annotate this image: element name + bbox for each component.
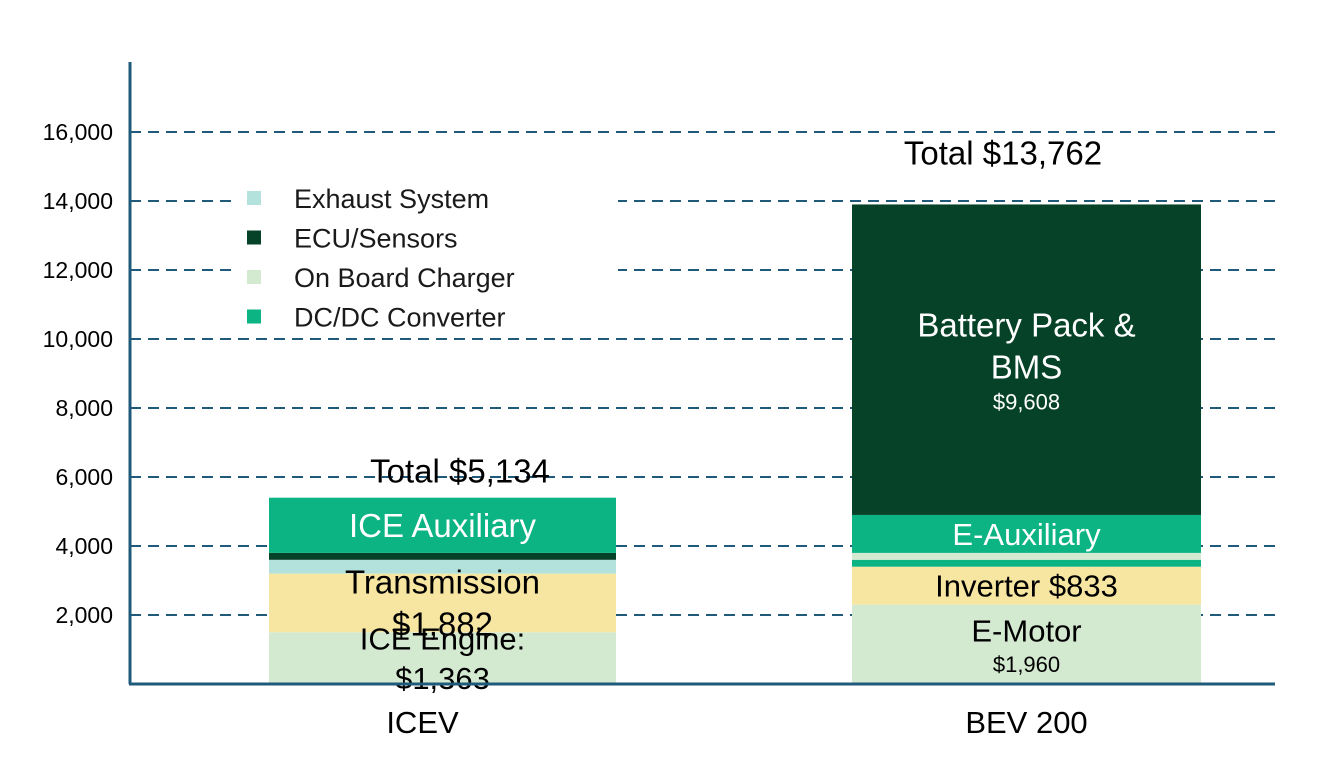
bar-segment-e-auxiliary [852, 514, 1201, 553]
legend-label-ecu-sensors: ECU/Sensors [294, 224, 458, 254]
bar-segment-inverter [852, 566, 1201, 605]
bar-stacks [269, 204, 1201, 684]
y-tick-label: 10,000 [43, 326, 113, 352]
total-labels: Total $5,134 Total $13,762 [370, 134, 1102, 489]
legend-swatch-ecu-sensors [247, 230, 261, 245]
segment-label-transmission: Transmission [345, 564, 540, 601]
total-label-bev-200: Total $13,762 [904, 134, 1102, 171]
legend-swatch-on-board-charger [247, 270, 261, 284]
legend-swatch-dc-dc-converter [247, 309, 261, 324]
y-tick-label: 8,000 [55, 395, 113, 421]
segment-labels: ICE Engine: $1,363 Transmission $1,882 ICE A… [345, 307, 1136, 696]
segment-label-battery-pack-and-bms: BMS [991, 348, 1063, 385]
category-label-bev-200: BEV 200 [965, 705, 1087, 740]
segment-label-e-auxiliary: E-Auxiliary [952, 517, 1101, 552]
legend-swatch-exhaust-system [247, 191, 261, 205]
legend-label-dc-dc-converter: DC/DC Converter [294, 303, 506, 333]
category-label-icev: ICEV [386, 705, 459, 740]
bar-segment-transmission [269, 573, 616, 633]
legend-label-exhaust-system: Exhaust System [294, 184, 489, 214]
bar-segment-battery-pack-and-bms [852, 204, 1201, 515]
segment-label-e-motor: $1,960 [993, 652, 1060, 677]
segment-label-battery-pack-and-bms: Battery Pack & [917, 307, 1135, 344]
segment-label-ice-engine: $1,363 [395, 661, 490, 696]
legend-label-on-board-charger: On Board Charger [294, 263, 515, 293]
segment-label-ice-engine: ICE Engine: [360, 621, 525, 656]
bar-segment-on-board-charger [852, 552, 1201, 560]
legend-background [238, 176, 618, 338]
y-tick-label: 14,000 [43, 188, 113, 214]
total-label-icev: Total $5,134 [370, 453, 550, 490]
segment-label-e-motor: E-Motor [971, 613, 1081, 648]
bar-segment-dc-dc-converter [852, 559, 1201, 567]
y-tick-label: 4,000 [55, 533, 113, 559]
y-tick-label: 16,000 [43, 119, 113, 145]
segment-label-battery-pack-and-bms: $9,608 [993, 389, 1060, 414]
bar-segment-e-motor [852, 604, 1201, 684]
y-axis-ticks: 2,000 4,000 6,000 8,000 10,000 12,000 14,000 16… [43, 119, 113, 628]
y-tick-label: 2,000 [55, 602, 113, 628]
bar-stack-bev-200 [852, 204, 1201, 684]
y-tick-label: 6,000 [55, 464, 113, 490]
bar-segment-exhaust-system [269, 559, 616, 574]
segment-label-ice-auxiliary: ICE Auxiliary [349, 507, 537, 544]
x-axis-categories: ICEV BEV 200 [386, 705, 1087, 740]
bar-segment-ice-engine [269, 632, 616, 684]
y-tick-label: 12,000 [43, 257, 113, 283]
bar-stack-icev [269, 497, 616, 684]
bar-segment-ecu-sensors [269, 552, 616, 560]
segment-label-inverter: Inverter $833 [935, 569, 1118, 604]
bar-segment-ice-auxiliary [269, 497, 616, 553]
segment-label-transmission: $1,882 [392, 606, 493, 643]
